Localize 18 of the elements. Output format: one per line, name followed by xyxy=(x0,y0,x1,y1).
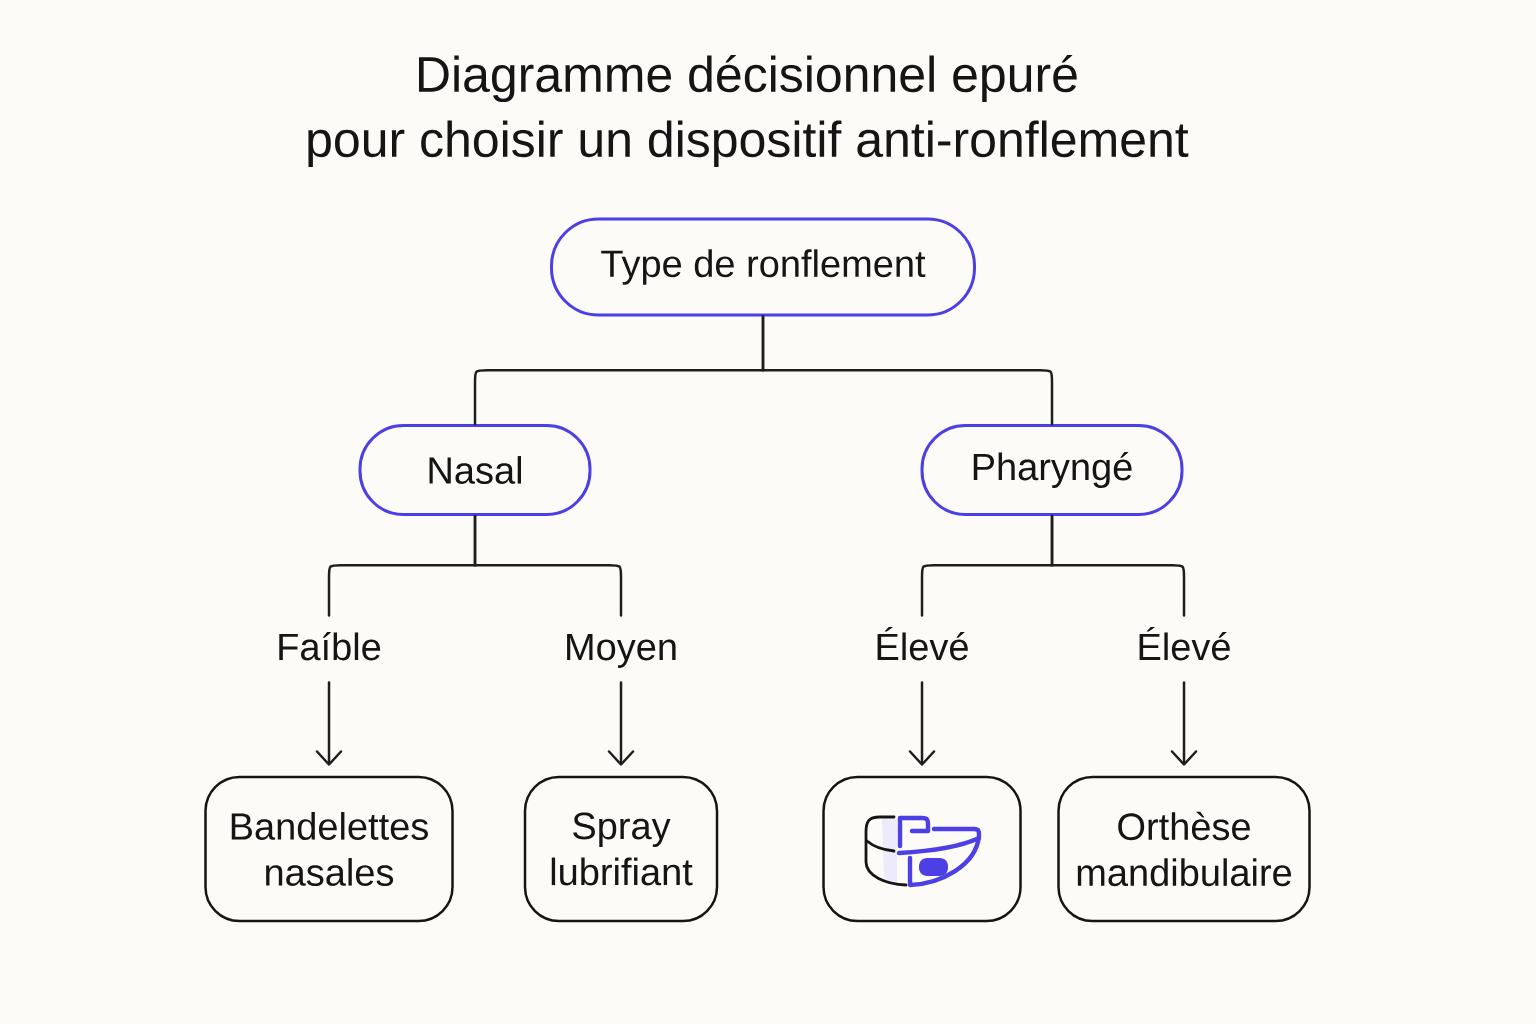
connector-line xyxy=(1050,514,1186,617)
arrow xyxy=(607,681,635,766)
level-label: Faíble xyxy=(279,632,381,661)
arrow xyxy=(1170,681,1198,766)
device-card: Orthèse mandibulaire xyxy=(1057,775,1311,923)
decision-pill: Type de ronflement xyxy=(550,217,976,317)
device-card: Spray lubrifiant xyxy=(523,775,719,923)
decision-pill: Pharyngé xyxy=(920,424,1184,516)
connector-line xyxy=(761,315,1054,426)
decision-pill: Nasal xyxy=(358,424,592,516)
device-card: Bandelettes nasales xyxy=(204,775,454,923)
title: Diagramme décisionnel epuré pour choisir un dispositif anti-ronflement xyxy=(308,54,1189,168)
level-label: Moyen xyxy=(567,633,676,668)
level-label: Élevé xyxy=(1139,627,1230,661)
level-label: Élevé xyxy=(877,627,968,661)
arrow xyxy=(315,681,343,766)
connector-line xyxy=(473,514,623,617)
arrow xyxy=(908,681,936,766)
